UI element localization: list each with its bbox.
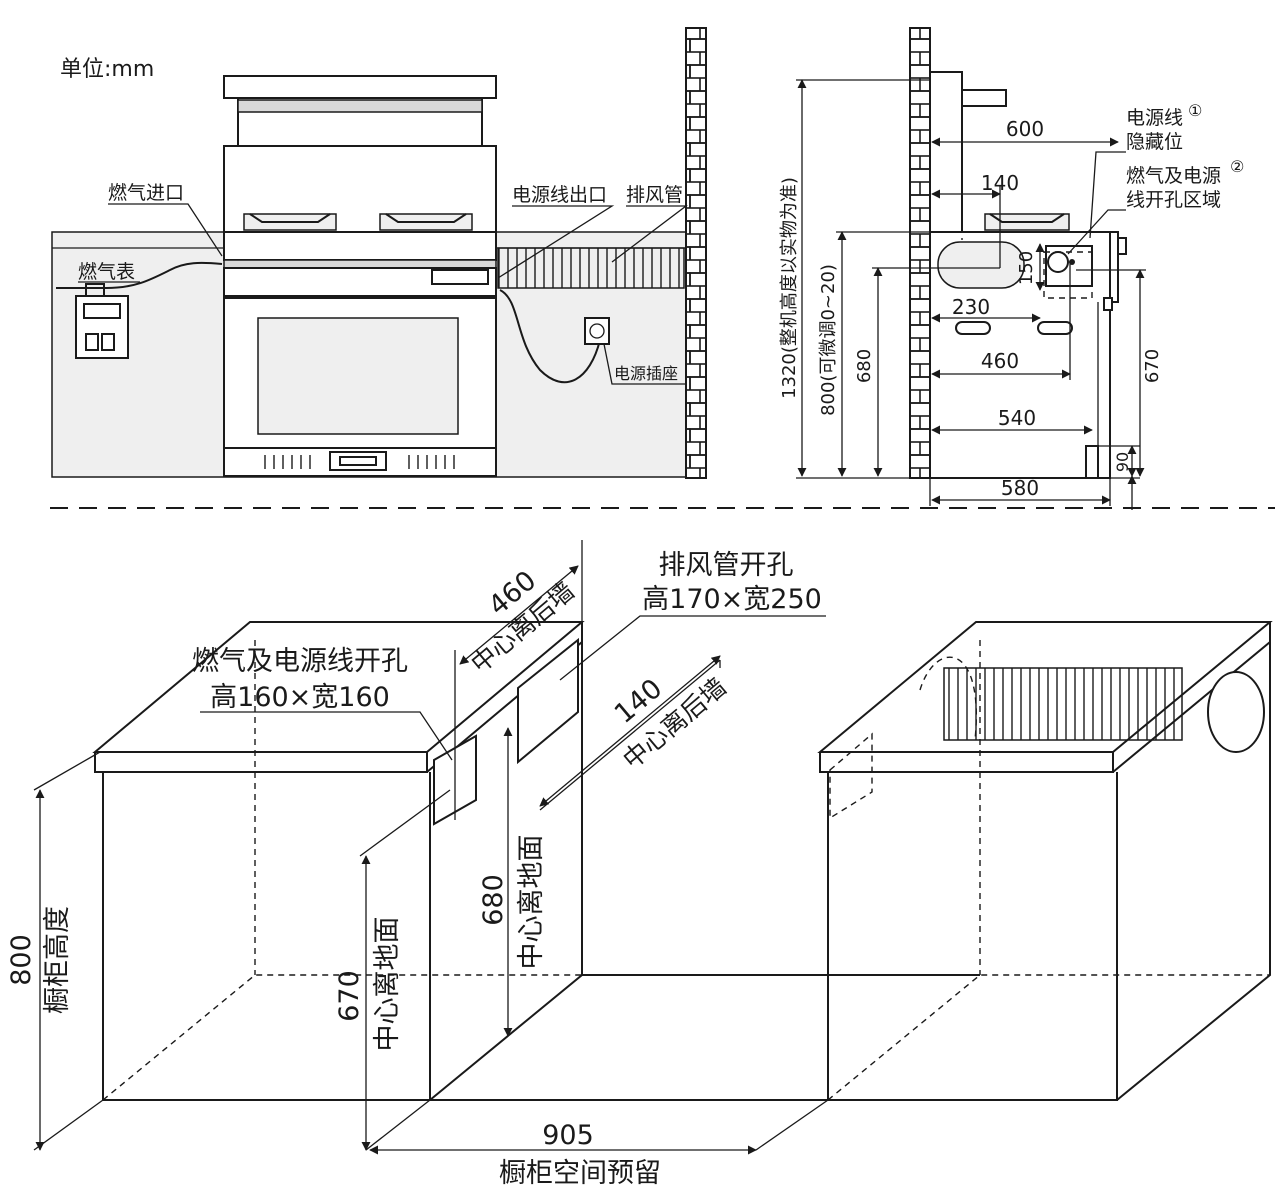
dim-800-label: 800(可微调0~20) bbox=[818, 264, 839, 416]
exhaust-bellows-3d bbox=[943, 667, 1183, 741]
side-view: 1320(整机高度以实物为准) 800(可微调0~20) 680 150 670… bbox=[779, 27, 1244, 510]
vent-left bbox=[262, 455, 312, 469]
exhaust-hole-title: 排风管开孔 bbox=[659, 550, 794, 581]
dim-460-label: 460 bbox=[981, 349, 1019, 373]
gas-hole-size: 高160×宽160 bbox=[210, 682, 390, 713]
dim-600-label: 600 bbox=[1006, 117, 1044, 141]
center-floor-b: 中心离地面 bbox=[516, 835, 547, 970]
note2-mark: ② bbox=[1230, 157, 1244, 176]
dim-230-label: 230 bbox=[952, 295, 990, 319]
dim-90-label: 90 bbox=[1113, 452, 1132, 472]
front-view: 单位:mm bbox=[51, 27, 707, 479]
gas-meter-label: 燃气表 bbox=[78, 261, 135, 283]
dim-540-label: 540 bbox=[998, 406, 1036, 430]
note2-line1: 燃气及电源 bbox=[1126, 165, 1221, 187]
cabinet-isometric: 排风管开孔 高170×宽250 燃气及电源线开孔 高160×宽160 460 中… bbox=[6, 540, 1273, 1189]
dim-680-3d-label: 680 bbox=[478, 874, 509, 926]
vent-right bbox=[408, 455, 458, 469]
exhaust-hole bbox=[517, 637, 579, 765]
cabinet-space-label: 橱柜空间预留 bbox=[499, 1158, 661, 1189]
dim-140-label: 140 bbox=[981, 171, 1019, 195]
side-brick-wall bbox=[909, 27, 931, 479]
dim-905-label: 905 bbox=[542, 1120, 594, 1151]
gas-pipe bbox=[56, 261, 223, 289]
oven-window bbox=[257, 317, 459, 435]
dim-680-label: 680 bbox=[854, 349, 875, 383]
note1-line2: 隐藏位 bbox=[1126, 131, 1183, 153]
unit-label: 单位:mm bbox=[60, 57, 154, 82]
brick-wall bbox=[685, 27, 707, 479]
note1-mark: ① bbox=[1188, 101, 1202, 120]
exhaust-pipe-label: 排风管 bbox=[626, 184, 683, 206]
dim-670-3d-label: 670 bbox=[334, 970, 365, 1022]
exhaust-bellows bbox=[497, 247, 685, 289]
dim-1320-label: 1320(整机高度以实物为准) bbox=[779, 177, 800, 399]
dim-580-label: 580 bbox=[1001, 476, 1039, 500]
dim-line-140-3d bbox=[539, 655, 721, 807]
gas-meter-icon bbox=[75, 283, 129, 359]
center-floor-a: 中心离地面 bbox=[372, 917, 403, 1052]
power-socket-icon bbox=[584, 317, 610, 345]
power-outlet-label: 电源线出口 bbox=[512, 184, 607, 206]
dim-150-label: 150 bbox=[1016, 251, 1037, 285]
dim-line-460-3d bbox=[459, 565, 579, 665]
gas-hole-title: 燃气及电源线开孔 bbox=[192, 646, 408, 677]
gas-inlet-label: 燃气进口 bbox=[108, 182, 184, 204]
exhaust-outlet bbox=[1207, 671, 1265, 753]
note1-line1: 电源线 bbox=[1126, 107, 1183, 129]
cabinet-height-label: 橱柜高度 bbox=[42, 906, 73, 1014]
exhaust-oval bbox=[937, 241, 1025, 289]
power-cord bbox=[499, 289, 601, 384]
note2-line2: 线开孔区域 bbox=[1126, 189, 1221, 211]
dim-670-label: 670 bbox=[1142, 349, 1163, 383]
exhaust-hole-size: 高170×宽250 bbox=[642, 584, 822, 615]
dim-800-3d-label: 800 bbox=[6, 934, 37, 986]
power-socket-label: 电源插座 bbox=[614, 364, 678, 383]
hood-top bbox=[223, 75, 497, 99]
